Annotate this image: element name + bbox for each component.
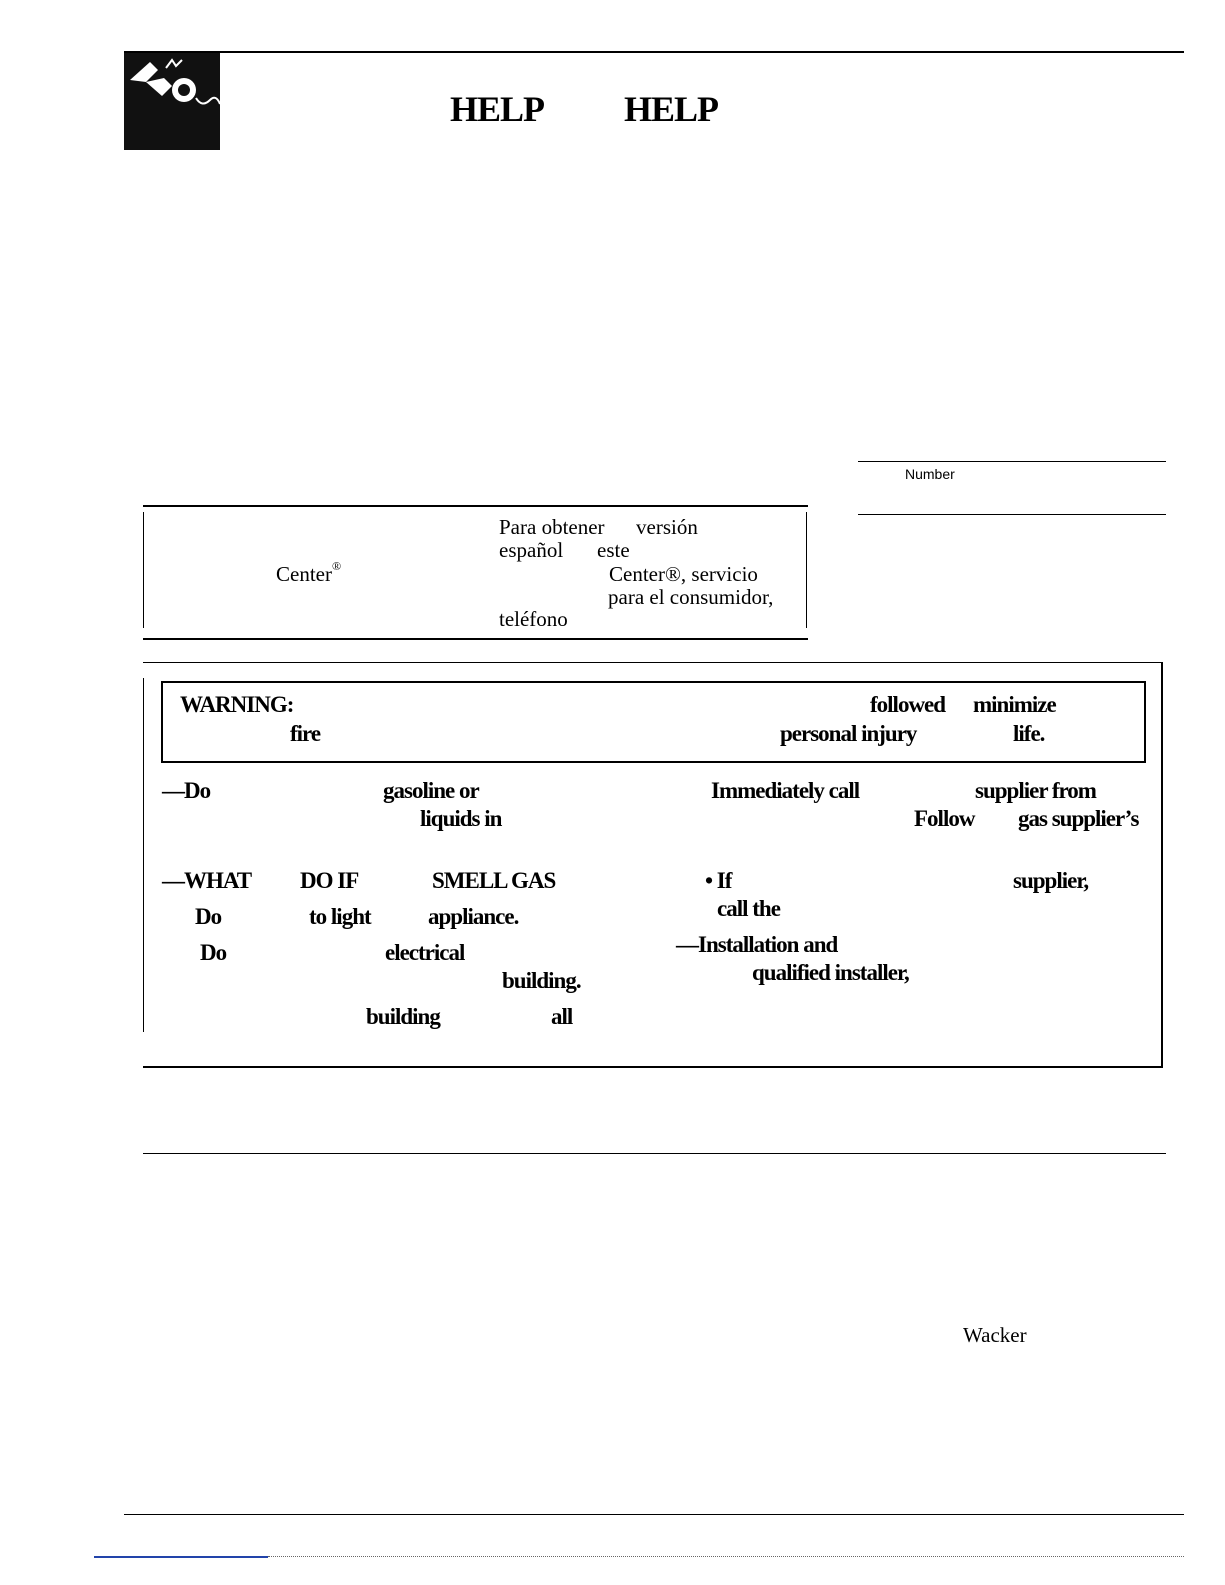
- header-title-2: HELP: [624, 89, 719, 129]
- warning-life: life.: [1013, 721, 1045, 746]
- warning-injury: personal injury: [780, 721, 917, 746]
- warning-section-bottom: [143, 1066, 1163, 1068]
- instr-left-0a: —Do: [162, 778, 211, 803]
- spanish-line1a: Para obtener: [499, 515, 605, 539]
- bottom-link-underline: [94, 1556, 268, 1558]
- record-rule-bottom: [858, 514, 1166, 515]
- spanish-line3: Center®, servicio: [609, 562, 758, 586]
- bottom-dotted-rule: [268, 1556, 1184, 1557]
- spanish-line2b: este: [597, 538, 630, 562]
- spanish-center-left: Center®: [276, 559, 342, 586]
- record-rule-top: [858, 461, 1166, 462]
- instr-left-6c: all: [551, 1004, 573, 1029]
- instr-left-4a: Do: [200, 940, 227, 965]
- instr-right-2a: • If: [705, 868, 732, 893]
- instr-left-2c: SMELL GAS: [432, 868, 556, 893]
- instr-left-0b: gasoline or: [383, 778, 480, 803]
- instr-right-0a: Immediately call: [711, 778, 860, 803]
- instr-left-1b: liquids in: [420, 806, 502, 831]
- header-phone-icon: [124, 52, 221, 150]
- instr-right-4a: —Installation and: [676, 932, 838, 957]
- top-rule: [124, 51, 1184, 53]
- instr-left-2a: —WHAT: [162, 868, 252, 893]
- bottom-rule: [124, 1514, 1184, 1515]
- spanish-line5: teléfono: [499, 607, 568, 631]
- warning-section-left: [143, 678, 144, 1032]
- instr-left-3c: appliance.: [428, 904, 519, 929]
- warning-fire: fire: [290, 721, 321, 746]
- instr-left-3b: to light: [309, 904, 372, 929]
- warning-section-right: [1161, 662, 1163, 1068]
- number-label: Number: [905, 466, 955, 482]
- warning-section-top: [143, 662, 1163, 663]
- mid-rule: [143, 1153, 1166, 1154]
- instr-right-3a: call the: [717, 896, 781, 921]
- instr-right-0b: supplier from: [975, 778, 1097, 803]
- spanish-line1b: versión: [636, 515, 698, 539]
- footer-name: Wacker: [963, 1323, 1027, 1347]
- warning-box: [161, 681, 1146, 763]
- spanish-line2a: español: [499, 538, 564, 562]
- instr-left-2b: DO IF: [300, 868, 359, 893]
- instr-right-1a: Follow: [914, 806, 975, 831]
- instr-left-4b: electrical: [385, 940, 465, 965]
- header-title-1: HELP: [450, 89, 545, 129]
- instr-left-6b: building: [366, 1004, 441, 1029]
- instr-right-2b: supplier,: [1013, 868, 1089, 893]
- instr-left-5b: building.: [502, 968, 582, 993]
- warning-label: WARNING:: [180, 692, 294, 717]
- instr-right-5a: qualified installer,: [752, 960, 910, 985]
- spanish-line4: para el consumidor,: [608, 585, 774, 609]
- instr-right-1b: gas supplier’s: [1018, 806, 1139, 831]
- warning-followed: followed: [870, 692, 946, 717]
- instr-left-3a: Do: [195, 904, 222, 929]
- warning-minimize: minimize: [973, 692, 1057, 717]
